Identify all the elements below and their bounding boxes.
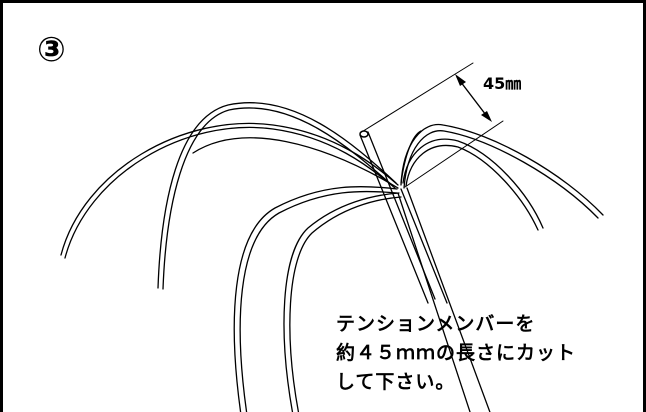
dimension-arrowhead-bottom — [481, 111, 492, 122]
fiber-strand-6b — [403, 130, 599, 219]
cable-sheath-edge-right — [406, 187, 491, 412]
fiber-strand-1b — [64, 126, 396, 259]
instruction-line: して下さい。 — [336, 371, 456, 393]
dimension-extension-bottom — [404, 120, 504, 188]
instruction-text: テンションメンバーを 約４５ｍｍの長さにカット して下さい。 — [336, 310, 576, 397]
cable-sheath-inner — [400, 188, 448, 304]
dimension-arrowhead-top — [455, 74, 466, 86]
fiber-strand-5 — [283, 192, 400, 412]
cable-cut-diagram: 45㎜ — [60, 62, 604, 412]
fiber-strand-7b — [405, 144, 539, 231]
fiber-strand-2b — [162, 107, 394, 290]
tension-member-edge-left — [359, 134, 429, 304]
instruction-line: 約４５ｍｍの長さにカット — [336, 342, 577, 364]
fiber-strand-8 — [400, 130, 422, 184]
fiber-strand-4 — [233, 185, 398, 412]
fiber-strand-2 — [157, 102, 397, 289]
fiber-strand-5b — [289, 196, 402, 412]
dimension-extension-top — [359, 62, 474, 134]
cable-sheath-edge-left — [397, 192, 471, 412]
dimension-label: 45㎜ — [483, 74, 521, 93]
fiber-strand-4b — [239, 190, 398, 412]
fiber-strand-3 — [192, 137, 399, 189]
fiber-strand-1 — [60, 122, 399, 256]
instruction-line: テンションメンバーを — [336, 313, 536, 335]
step-number: ③ — [37, 30, 66, 70]
fiber-strand-7 — [402, 138, 544, 229]
